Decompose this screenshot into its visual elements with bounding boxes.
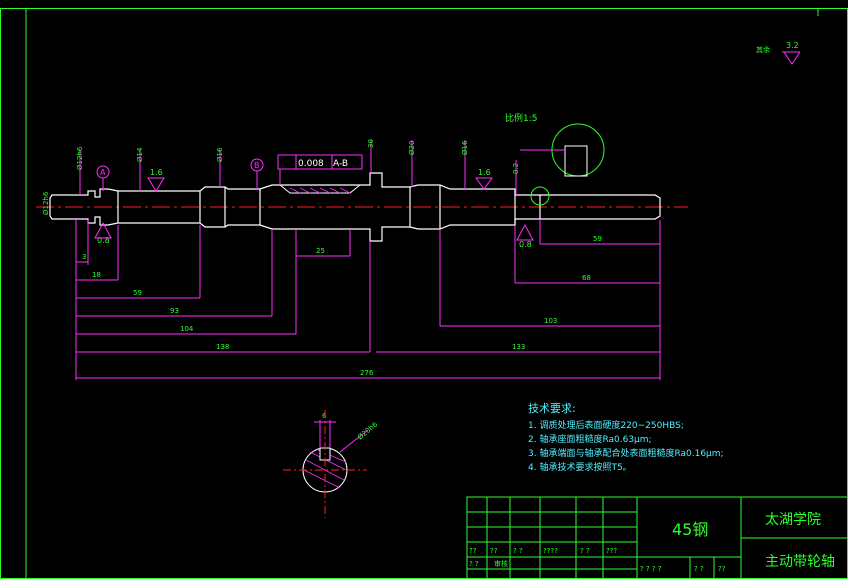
title-cell-r1-5: ???	[606, 547, 617, 555]
tech-line-4: 4. 轴承技术要求按照T5。	[528, 461, 632, 473]
dim-3: 3	[82, 253, 86, 261]
dim-276: 276	[360, 369, 374, 377]
shaft-outline	[49, 172, 661, 242]
part-name: 主动带轮轴	[765, 554, 835, 570]
title-cell-r1-1: ??	[490, 547, 498, 555]
outer-frame	[0, 8, 848, 579]
title-cell-r3-1: ? ?	[694, 565, 704, 573]
roughness-other-value: 3.2	[786, 41, 799, 50]
title-block-lines	[466, 496, 848, 579]
keyway	[279, 184, 361, 194]
material: 45钢	[672, 520, 708, 539]
title-cell-r3-2: ??	[718, 565, 726, 573]
dim-104: 104	[180, 325, 194, 333]
title-cell-r1-4: ? ?	[580, 547, 590, 555]
section-diameter: Ø20h6	[356, 420, 379, 441]
dim-18: 18	[92, 271, 101, 279]
dia-16-left: Ø16	[216, 147, 224, 162]
dim-25: 25	[316, 247, 325, 255]
tolerance-ref: A-B	[333, 159, 348, 169]
dia-14: Ø14	[136, 147, 144, 162]
dia-16-right: Ø16	[461, 140, 469, 155]
dim-68: 68	[582, 274, 591, 282]
rough-0-8-right: 0.8	[519, 240, 532, 249]
rough-0-8-left: 0.8	[97, 236, 110, 245]
datum-a-label: A	[100, 168, 106, 177]
dim-133: 133	[512, 343, 525, 351]
dim-138: 138	[216, 343, 229, 351]
title-cell-r1-0: ??	[469, 547, 477, 555]
title-cell-r1-3: ????	[543, 547, 558, 555]
section-view	[283, 410, 369, 518]
rough-1-6-left: 1.6	[150, 168, 163, 177]
title-cell-r2-1: 审核	[494, 559, 508, 568]
dia-20: Ø20	[408, 141, 416, 155]
tech-line-3: 3. 轴承端面与轴承配合处表面粗糙度Ra0.16μm;	[528, 447, 724, 459]
scale-note: 比例1:5	[505, 112, 538, 124]
dim-103: 103	[544, 317, 557, 325]
detail-circle-small	[530, 186, 550, 206]
dia-left-end: Ø12h6	[42, 191, 50, 215]
detail-groove	[564, 145, 588, 177]
datum-b-label: B	[254, 161, 260, 170]
tech-line-2: 2. 轴承座面粗糙度Ra0.63μm;	[528, 433, 652, 445]
tech-line-1: 1. 调质处理后表面硬度220−250HBS;	[528, 419, 684, 431]
title-cell-r3-0: ? ? ? ?	[640, 565, 662, 573]
dim-59-left: 59	[133, 289, 142, 297]
tolerance-value: 0.008	[298, 159, 324, 169]
dim-59-right: 59	[593, 235, 602, 243]
dimension-lines	[75, 140, 661, 380]
dim-93: 93	[170, 307, 179, 315]
dia-12h6: Ø12h6	[76, 146, 84, 170]
tolerance-frame	[277, 154, 363, 170]
roughness-marks	[94, 51, 801, 241]
title-cell-r2-0: ? ?	[469, 560, 479, 568]
title-cell-r1-2: ? ?	[513, 547, 523, 555]
roughness-other-label: 其余	[756, 45, 770, 54]
dim-collar-30: 30	[367, 139, 375, 148]
school-name: 太湖学院	[765, 512, 821, 528]
detail-0-2: 0.2	[512, 163, 520, 174]
rough-1-6-right: 1.6	[478, 168, 491, 177]
tech-title: 技术要求:	[528, 402, 576, 415]
